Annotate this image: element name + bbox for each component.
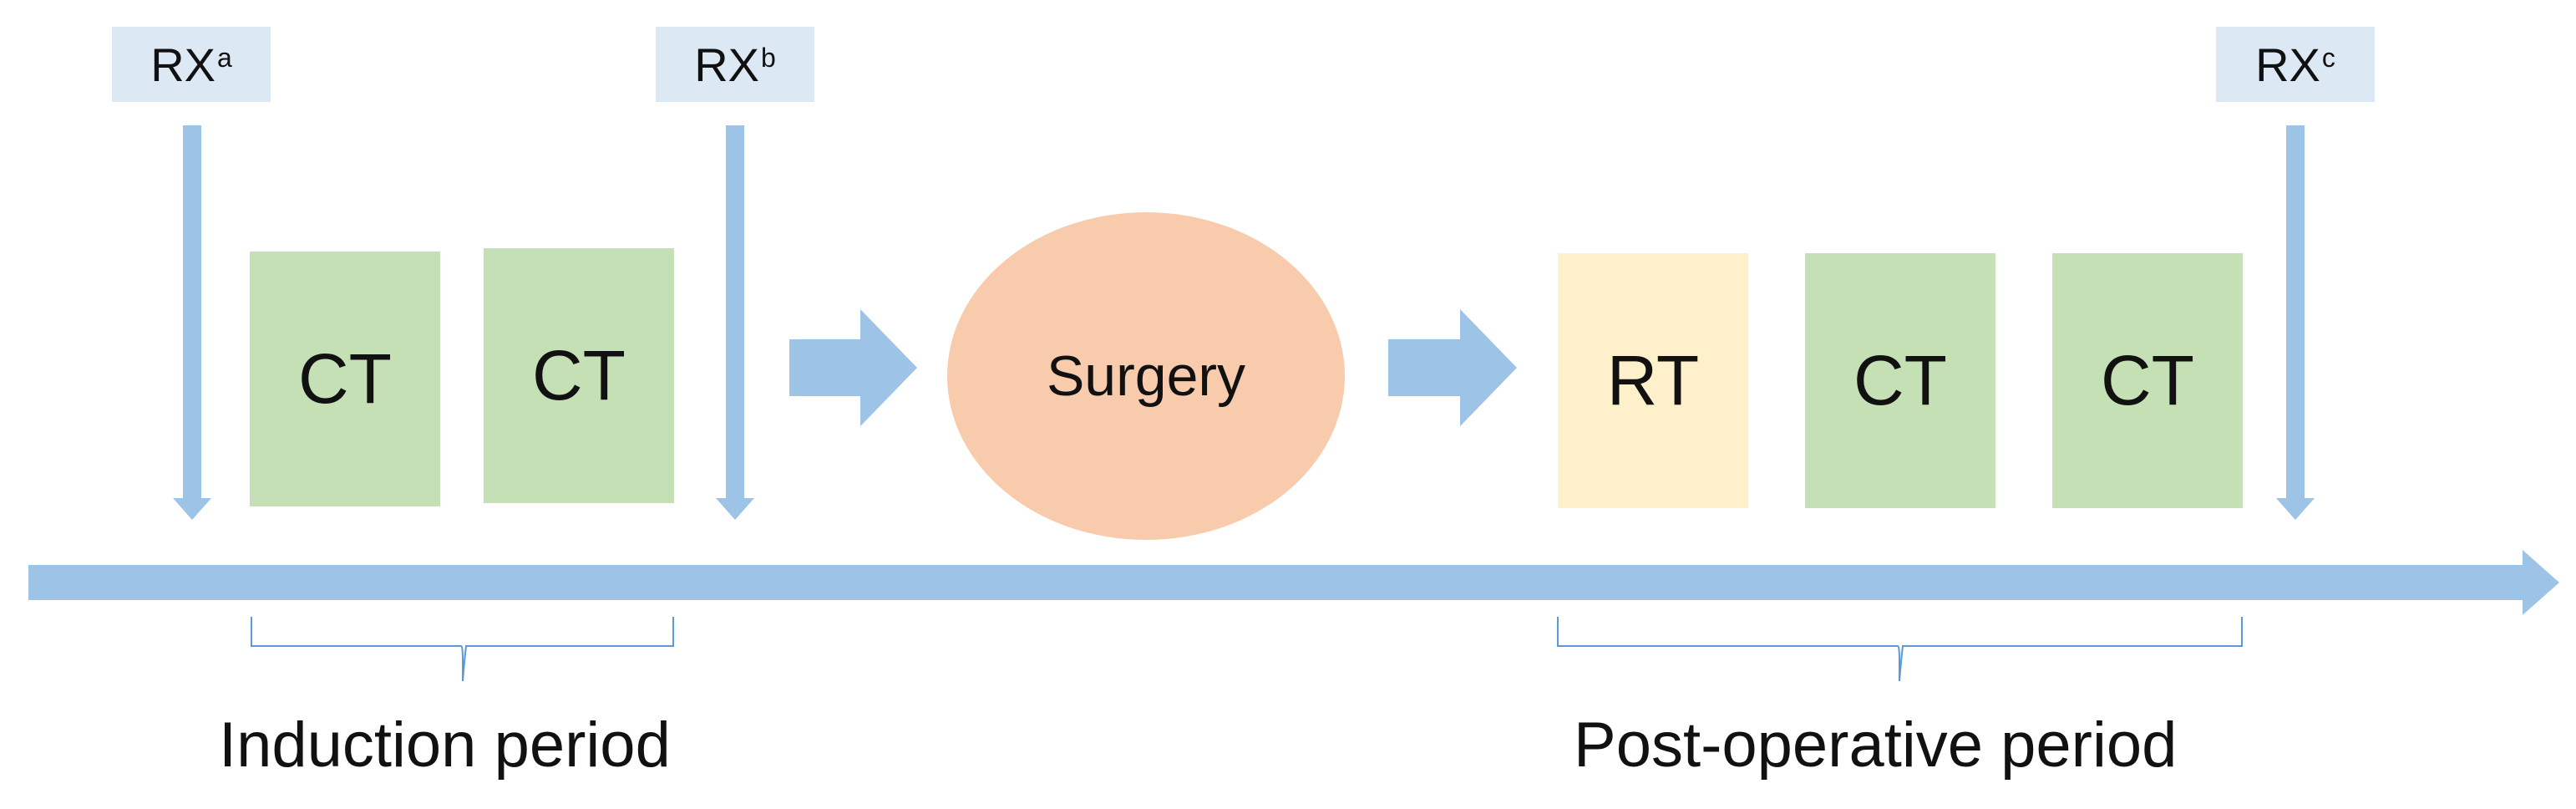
rx-a-superscript: a — [217, 42, 232, 73]
induction-period-label: Induction period — [219, 710, 671, 781]
rx-b-down-arrow — [716, 125, 754, 520]
induction-ct-box-2: CT — [484, 248, 674, 503]
surgery-label: Surgery — [1046, 344, 1246, 408]
post-rt-box: RT — [1558, 253, 1748, 508]
induction-ct-label-1: CT — [298, 339, 392, 418]
post-operative-period-label: Post-operative period — [1574, 710, 2178, 781]
rx-c-superscript: c — [2321, 42, 2335, 73]
rx-a-text: RX — [150, 38, 216, 91]
post-ct-box-2: CT — [2052, 253, 2243, 508]
post-operative-brace — [1557, 617, 2243, 682]
surgery-node: Surgery — [947, 212, 1345, 540]
arrow-to-surgery — [789, 309, 917, 426]
rx-b-superscript: b — [761, 42, 776, 73]
induction-ct-label-2: CT — [532, 336, 626, 415]
post-rt-label: RT — [1606, 341, 1700, 420]
rx-c-text: RX — [2255, 38, 2320, 91]
timeline-arrow — [28, 550, 2559, 615]
rx-a-down-arrow — [173, 125, 211, 520]
post-ct-box-1: CT — [1805, 253, 1995, 508]
arrow-from-surgery — [1388, 309, 1517, 426]
post-ct-label-2: CT — [2101, 341, 2194, 420]
rx-b-text: RX — [694, 38, 759, 91]
post-ct-label-1: CT — [1853, 341, 1947, 420]
induction-ct-box-1: CT — [250, 252, 440, 506]
surgery-ellipse — [947, 212, 1345, 540]
induction-brace — [251, 617, 674, 682]
rx-c-down-arrow — [2276, 125, 2315, 520]
